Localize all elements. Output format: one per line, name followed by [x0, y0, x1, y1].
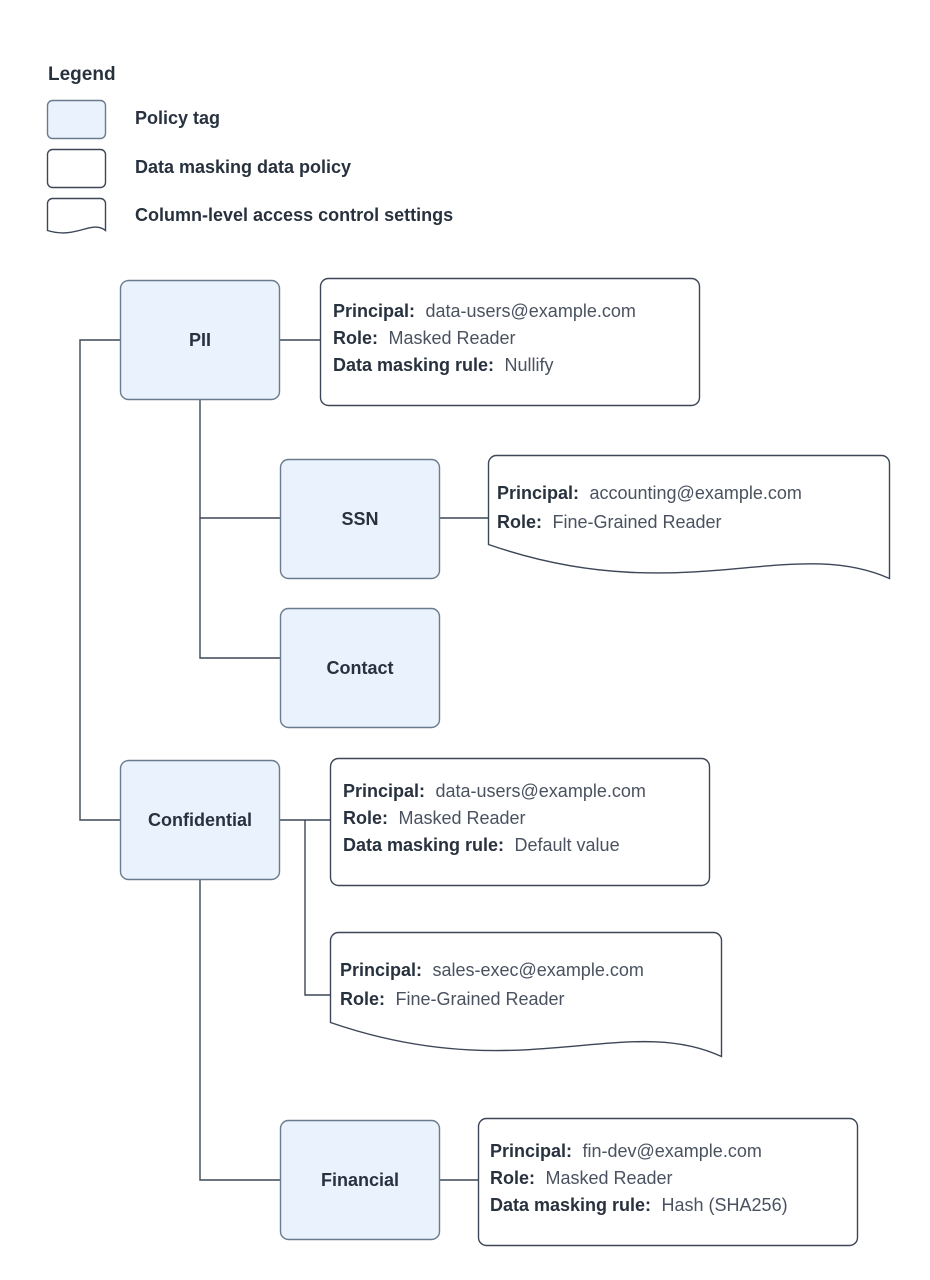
policy-key-role: Role: [497, 512, 542, 532]
policy-value-role: Masked Reader [388, 328, 515, 348]
policy-tag-node-financial[interactable]: Financial [279, 1119, 441, 1241]
policy-tag-box-financial[interactable] [279, 1119, 441, 1241]
data-masking-policy-box-financial[interactable] [477, 1117, 859, 1247]
policy-key-role: Role: [340, 989, 385, 1009]
connector-layer [79, 339, 488, 1181]
policy-value-principal: data-users@example.com [425, 301, 635, 321]
legend-column-level-access-swatch [46, 197, 107, 234]
policy-value-principal: fin-dev@example.com [582, 1141, 761, 1161]
policy-key-role: Role: [343, 808, 388, 828]
policy-row-masking-rule-financial: Data masking rule: Hash (SHA256) [490, 1195, 788, 1215]
connector-confidential-to-access-settings [304, 820, 330, 996]
policy-row-principal-financial: Principal: fin-dev@example.com [490, 1141, 762, 1161]
connector-trunk-pii-confidential [79, 339, 120, 821]
connector-pii-to-ssn [199, 400, 280, 519]
policy-key-role: Role: [490, 1168, 535, 1188]
policy-tag-label-financial: Financial [321, 1170, 399, 1190]
policy-tag-label-ssn: SSN [341, 509, 378, 529]
legend: Legend Policy tag Data masking data poli… [46, 64, 453, 234]
legend-data-masking-policy-swatch [46, 148, 107, 189]
legend-item-label-0: Policy tag [135, 108, 220, 128]
policy-tag-box-ssn[interactable] [279, 458, 441, 580]
policy-tag-label-pii: PII [189, 330, 211, 350]
policy-row-role-ssn: Role: Fine-Grained Reader [497, 512, 722, 532]
connector-confidential-to-financial [199, 880, 280, 1181]
policy-value-masking-rule: Nullify [505, 355, 554, 375]
policy-row-masking-rule-pii: Data masking rule: Nullify [333, 355, 554, 375]
policy-value-principal: accounting@example.com [589, 483, 801, 503]
policy-row-role-confidential-access: Role: Fine-Grained Reader [340, 989, 565, 1009]
policy-value-principal: sales-exec@example.com [432, 960, 643, 980]
policy-row-principal-ssn: Principal: accounting@example.com [497, 483, 802, 503]
policy-tag-node-pii[interactable]: PII [119, 279, 281, 401]
policy-tag-node-ssn[interactable]: SSN [279, 458, 441, 580]
policy-row-role-confidential: Role: Masked Reader [343, 808, 526, 828]
data-masking-policy-pii[interactable]: Principal: data-users@example.com Role: … [319, 277, 701, 407]
column-level-access-box-ssn[interactable] [487, 454, 891, 580]
data-masking-policy-box-pii[interactable] [319, 277, 701, 407]
policy-value-role: Masked Reader [545, 1168, 672, 1188]
policy-row-masking-rule-confidential: Data masking rule: Default value [343, 835, 620, 855]
legend-item-label-1: Data masking data policy [135, 157, 351, 177]
legend-policy-tag-swatch [46, 99, 107, 140]
policy-key-principal: Principal: [497, 483, 579, 503]
policy-key-principal: Principal: [333, 301, 415, 321]
policy-row-principal-confidential-access: Principal: sales-exec@example.com [340, 960, 644, 980]
column-level-access-settings-confidential[interactable]: Principal: sales-exec@example.com Role: … [329, 931, 723, 1058]
policy-value-role: Fine-Grained Reader [552, 512, 721, 532]
data-masking-policy-box-confidential[interactable] [329, 757, 711, 887]
policy-value-masking-rule: Hash (SHA256) [662, 1195, 788, 1215]
policy-key-masking-rule: Data masking rule: [333, 355, 494, 375]
policy-row-principal-confidential: Principal: data-users@example.com [343, 781, 646, 801]
policy-tag-node-confidential[interactable]: Confidential [119, 759, 281, 881]
policy-row-role-financial: Role: Masked Reader [490, 1168, 673, 1188]
policy-key-principal: Principal: [343, 781, 425, 801]
legend-title: Legend [48, 64, 116, 85]
connector-pii-to-contact [199, 518, 280, 659]
policy-key-masking-rule: Data masking rule: [490, 1195, 651, 1215]
data-masking-policy-confidential[interactable]: Principal: data-users@example.com Role: … [329, 757, 711, 887]
policy-key-role: Role: [333, 328, 378, 348]
policy-value-principal: data-users@example.com [435, 781, 645, 801]
policy-tag-box-confidential[interactable] [119, 759, 281, 881]
policy-tag-box-pii[interactable] [119, 279, 281, 401]
policy-tag-label-contact: Contact [327, 658, 394, 678]
column-level-access-settings-ssn[interactable]: Principal: accounting@example.com Role: … [487, 454, 891, 580]
policy-tag-box-contact[interactable] [279, 607, 441, 729]
legend-item-label-2: Column-level access control settings [135, 205, 453, 225]
policy-value-role: Fine-Grained Reader [395, 989, 564, 1009]
policy-value-masking-rule: Default value [515, 835, 620, 855]
policy-row-principal-pii: Principal: data-users@example.com [333, 301, 636, 321]
column-level-access-box-confidential[interactable] [329, 931, 723, 1058]
policy-tag-node-contact[interactable]: Contact [279, 607, 441, 729]
data-masking-policy-financial[interactable]: Principal: fin-dev@example.com Role: Mas… [477, 1117, 859, 1247]
policy-key-principal: Principal: [490, 1141, 572, 1161]
policy-tag-label-confidential: Confidential [148, 810, 252, 830]
policy-key-principal: Principal: [340, 960, 422, 980]
policy-row-role-pii: Role: Masked Reader [333, 328, 516, 348]
policy-value-role: Masked Reader [398, 808, 525, 828]
policy-key-masking-rule: Data masking rule: [343, 835, 504, 855]
